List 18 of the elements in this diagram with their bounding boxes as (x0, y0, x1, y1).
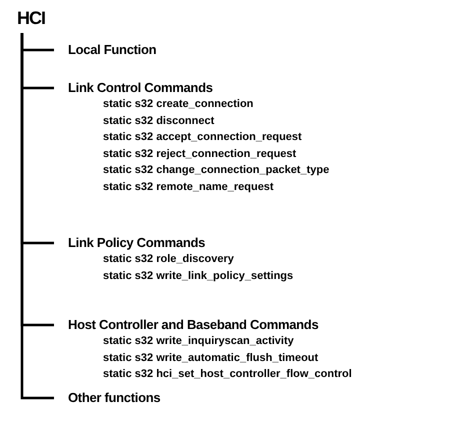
function-signature: static s32 write_automatic_flush_timeout (103, 350, 320, 366)
function-signature: static s32 disconnect (103, 114, 216, 129)
function-signature: static s32 hci_set_host_controller_flow_control (103, 367, 352, 382)
function-signature: static s32 change_connection_packet_type (103, 163, 330, 178)
category-heading: Host Controller and Baseband Commands (68, 316, 320, 333)
root-label: HCI (17, 8, 45, 28)
category-heading: Link Control Commands (68, 79, 214, 96)
category-heading: Local Function (68, 41, 156, 58)
category-heading: Link Policy Commands (68, 234, 206, 251)
tree-connector (20, 33, 54, 400)
function-signature: static s32 role_discovery (103, 252, 235, 267)
function-signature: static s32 write_link_policy_settings (103, 268, 294, 284)
function-signature: static s32 create_connection (103, 97, 254, 112)
function-signature: static s32 accept_connection_request (103, 130, 303, 146)
category-heading: Other functions (68, 389, 160, 406)
function-signature: static s32 write_inquiryscan_activity (103, 334, 295, 349)
function-signature: static s32 remote_name_request (103, 180, 275, 195)
function-signature: static s32 reject_connection_request (103, 146, 298, 162)
